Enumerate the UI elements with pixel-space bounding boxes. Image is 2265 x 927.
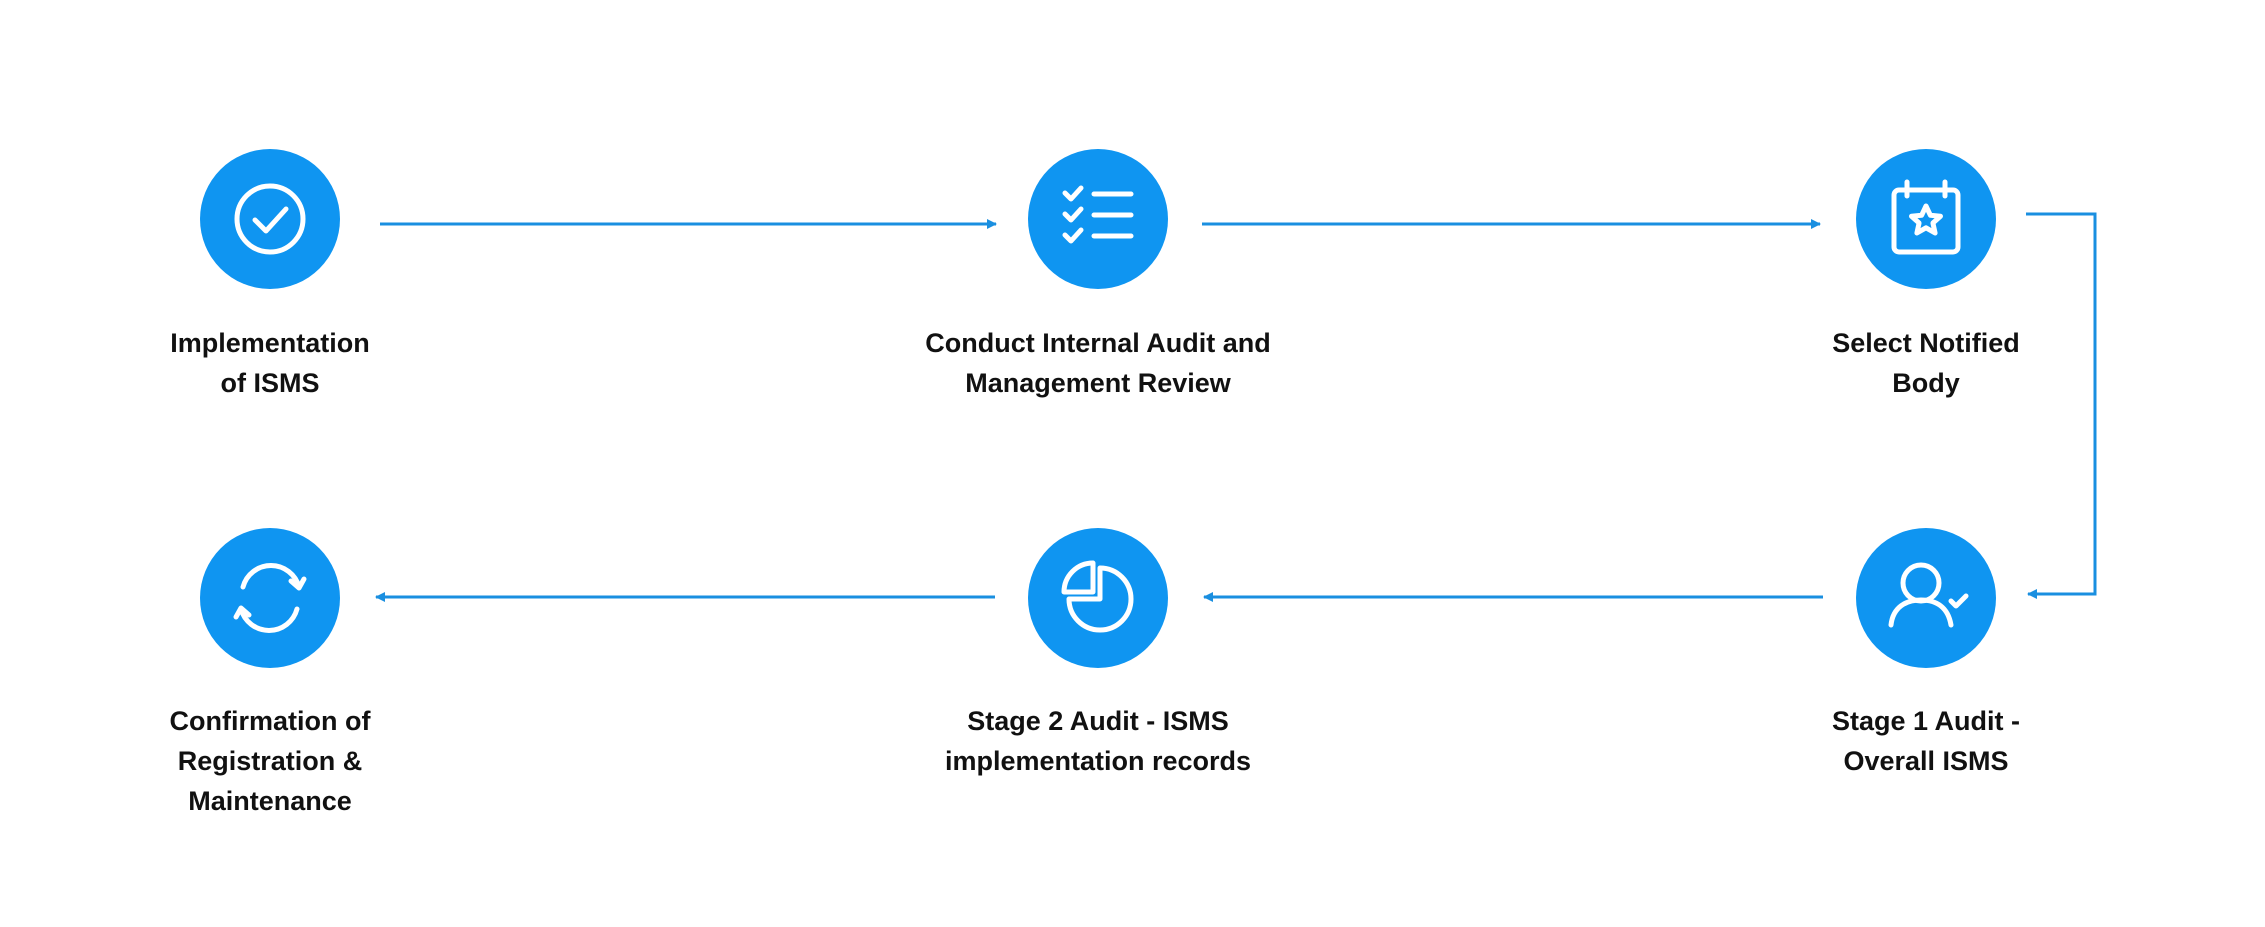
check-circle-icon	[234, 183, 306, 255]
step-internal-audit-label: Conduct Internal Audit and Management Re…	[925, 328, 1271, 398]
step-confirmation-label: Confirmation of Registration & Maintenan…	[169, 706, 371, 816]
step-notified-body-node	[1856, 149, 1996, 289]
step-stage-2-label: Stage 2 Audit - ISMS implementation reco…	[944, 706, 1252, 776]
calendar-star-icon	[1891, 179, 1961, 255]
user-check-icon	[1888, 562, 1969, 628]
step-internal-audit-node	[1028, 149, 1168, 289]
refresh-icon	[233, 563, 307, 633]
step-implementation-node	[200, 149, 340, 289]
arrow-notified-body-to-stage-1	[2026, 212, 2097, 599]
step-stage-1-label: Stage 1 Audit - Overall ISMS	[1831, 706, 2020, 776]
checklist-icon	[1062, 185, 1134, 244]
step-implementation-label: Implementation of ISMS	[170, 328, 370, 398]
pie-chart-icon	[1061, 560, 1134, 633]
step-stage-2-node	[1028, 528, 1168, 668]
step-notified-body-label: Select Notified Body	[1832, 328, 2020, 398]
step-confirmation-node	[200, 528, 340, 668]
step-stage-1-node	[1856, 528, 1996, 668]
